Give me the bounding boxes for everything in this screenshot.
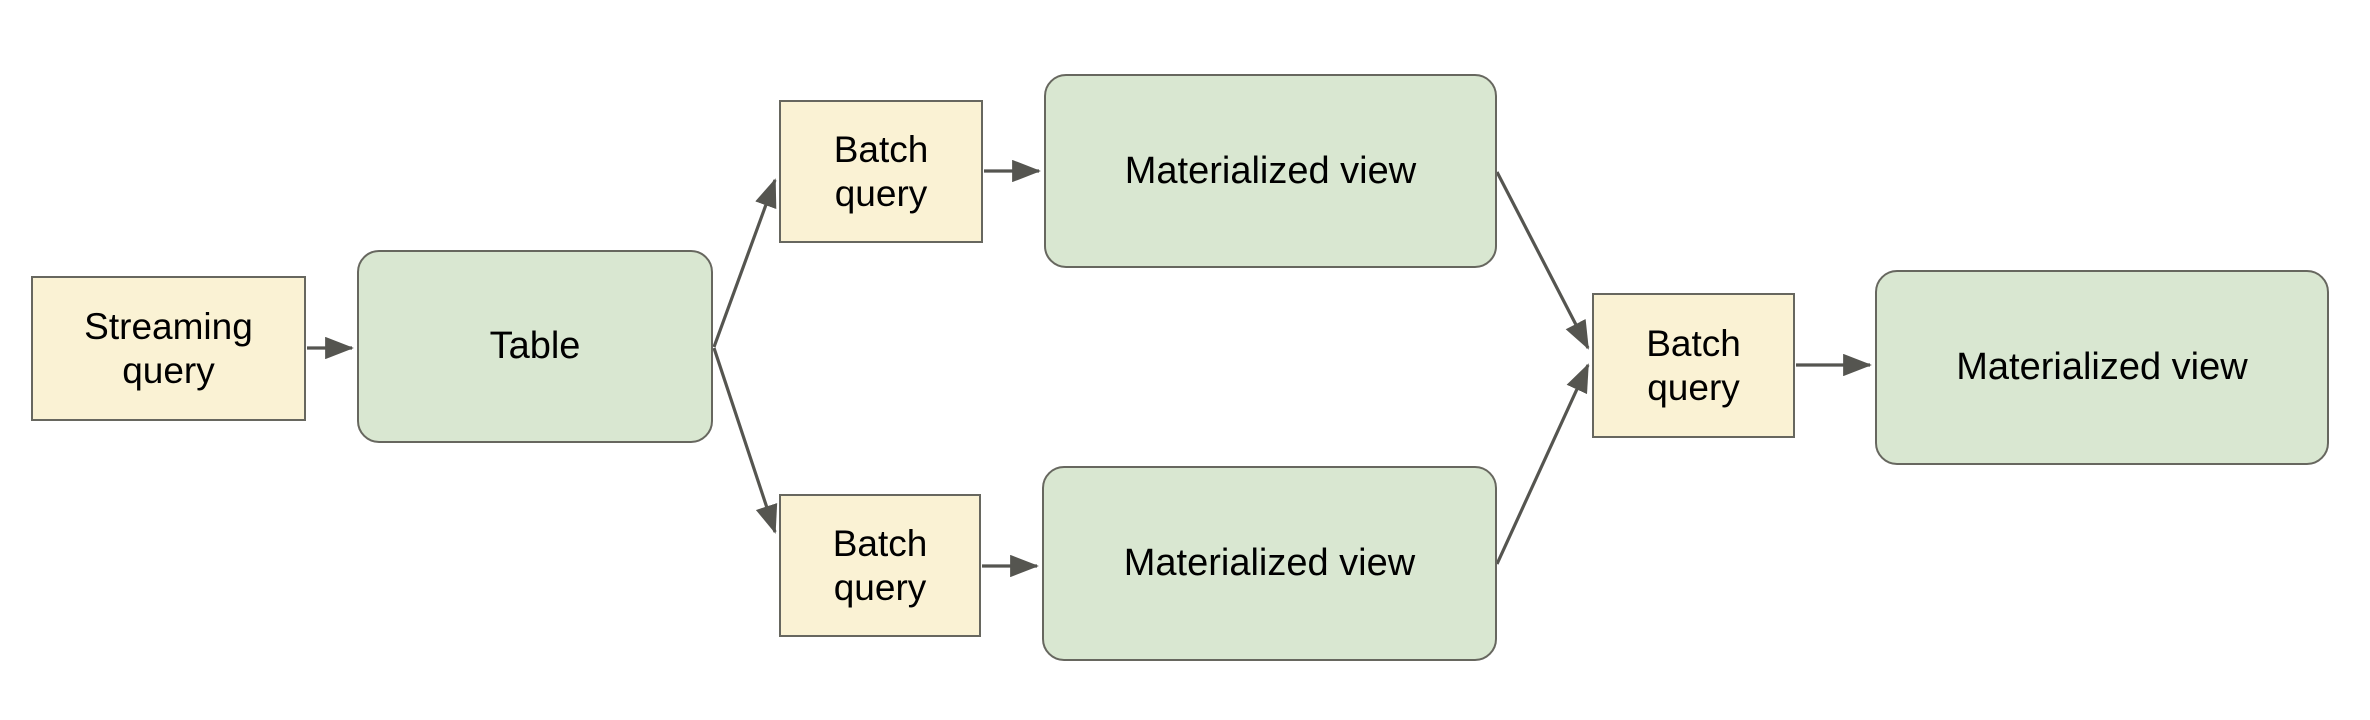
edge-materialized-view-bottom-to-batch-query-right: [1495, 363, 1590, 565]
node-label-materialized-view-bottom: Materialized view: [1123, 542, 1416, 585]
node-label-batch-query-bottom: Batch query: [832, 522, 928, 608]
node-streaming-query[interactable]: Streaming query: [31, 276, 306, 421]
edge-table-to-batch-query-bottom: [712, 347, 778, 534]
node-label-streaming-query: Streaming query: [84, 305, 253, 391]
edge-materialized-view-top-to-batch-query-right: [1495, 171, 1590, 350]
node-materialized-view-bottom[interactable]: Materialized view: [1042, 466, 1497, 661]
node-table[interactable]: Table: [357, 250, 713, 443]
node-batch-query-right[interactable]: Batch query: [1592, 293, 1795, 438]
node-label-materialized-view-right: Materialized view: [1956, 346, 2248, 389]
node-label-batch-query-top: Batch query: [833, 128, 929, 214]
edge-table-to-batch-query-top: [712, 178, 777, 348]
node-materialized-view-top[interactable]: Materialized view: [1044, 74, 1497, 268]
node-batch-query-bottom[interactable]: Batch query: [779, 494, 981, 637]
node-batch-query-top[interactable]: Batch query: [779, 100, 983, 243]
node-label-materialized-view-top: Materialized view: [1124, 149, 1417, 192]
node-materialized-view-right[interactable]: Materialized view: [1875, 270, 2329, 465]
node-label-batch-query-right: Batch query: [1646, 322, 1741, 408]
node-label-table: Table: [489, 325, 581, 368]
